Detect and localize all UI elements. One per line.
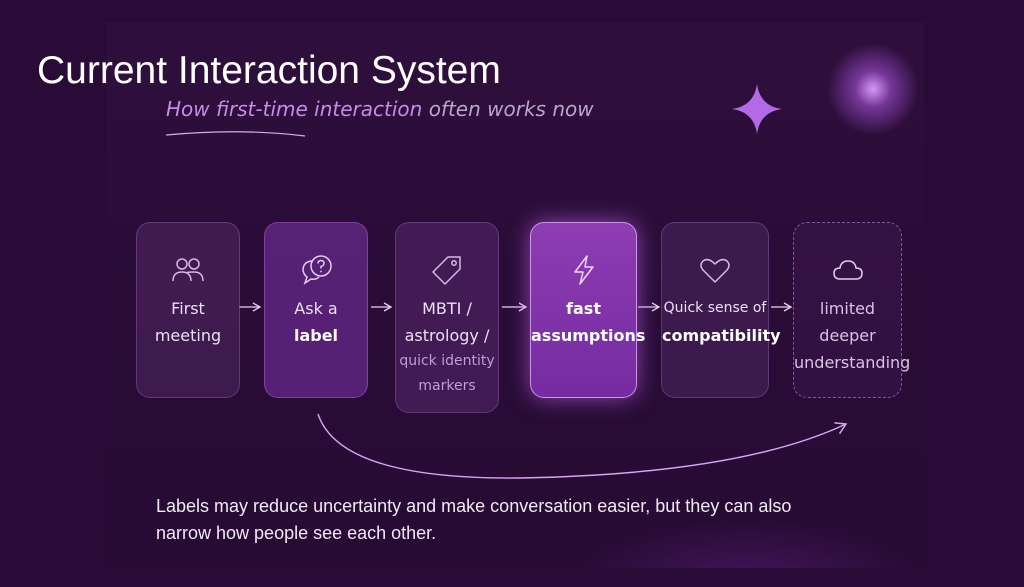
step-line-bold: assumptions — [531, 326, 646, 345]
step-limited-understanding: limited deeper understanding — [793, 222, 911, 398]
subtitle-rest: often works now — [428, 97, 594, 121]
step-line-bold: label — [293, 326, 339, 345]
step-first-meeting: First meeting — [136, 222, 240, 398]
step-identity-markers: MBTI / astrology / quick identity marker… — [395, 222, 499, 413]
step-ask-a-label: Ask a label — [264, 222, 368, 398]
subtitle: How first-time interaction often works n… — [166, 96, 594, 122]
question-bubble-icon — [302, 255, 332, 285]
step-line: deeper — [819, 326, 876, 345]
step-line: First — [171, 299, 205, 318]
step-line: astrology / — [404, 326, 490, 345]
step-line-sub: quick identity — [399, 353, 495, 369]
step-fast-assumptions: fast assumptions — [530, 222, 646, 398]
footnote: Labels may reduce uncertainty and make c… — [156, 496, 792, 543]
step-line: understanding — [794, 353, 911, 372]
step-compatibility: Quick sense of compatibility — [661, 222, 781, 398]
step-line: MBTI / — [422, 299, 472, 318]
lightning-icon — [573, 255, 594, 285]
step-line-sub: markers — [418, 378, 476, 394]
subtitle-highlight: How first-time interaction — [166, 97, 423, 121]
heart-icon — [700, 258, 730, 283]
step-line-bold: compatibility — [662, 326, 781, 345]
step-line: Quick sense of — [663, 300, 767, 316]
cloud-icon — [832, 260, 863, 280]
step-line: Ask a — [294, 299, 338, 318]
step-line-bold: fast — [566, 299, 601, 318]
page-title: Current Interaction System — [37, 49, 501, 92]
step-line: meeting — [154, 326, 222, 345]
step-line: limited — [819, 299, 876, 318]
tag-icon — [432, 256, 461, 285]
glow-orb — [818, 44, 928, 134]
people-icon — [172, 258, 204, 282]
